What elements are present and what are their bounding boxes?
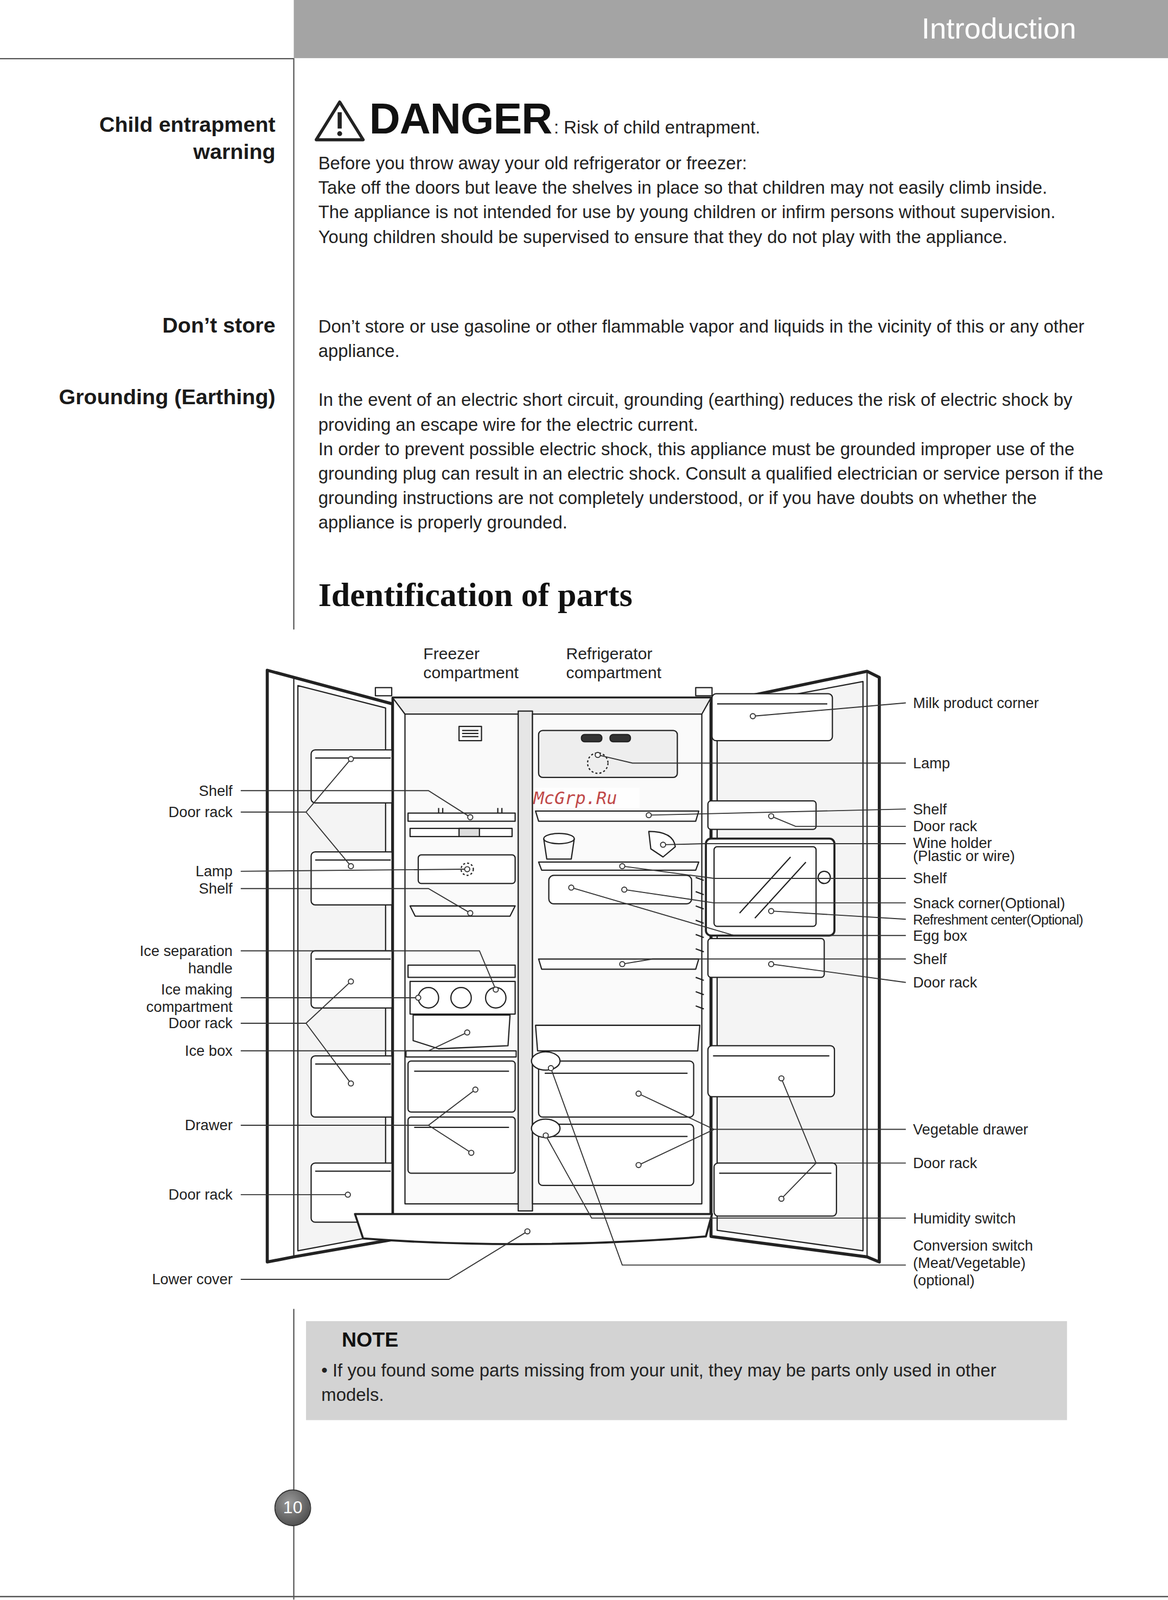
callout-label: Lamp	[913, 754, 1138, 772]
callout-label: Refreshment center(Optional)	[913, 910, 1138, 928]
text-column: DANGER: Risk of child entrapment. Before …	[318, 96, 1104, 250]
header-band: Introduction	[294, 0, 1168, 59]
section-heading: Grounding (Earthing)	[10, 382, 276, 411]
callout-label: Ice separation handle	[122, 942, 233, 978]
callout-label: Door rack	[913, 1154, 1138, 1172]
paragraph: The appliance is not intended for use by…	[318, 200, 1104, 225]
callout-label: Door rack	[8, 1014, 233, 1032]
section-title: Identification of parts	[318, 574, 633, 616]
callout-label: Milk product corner	[913, 694, 1138, 712]
note-text: • If you found some parts missing from y…	[321, 1357, 1052, 1407]
danger-text: : Risk of child entrapment.	[553, 117, 761, 138]
callout-label: Conversion switch (Meat/Vegetable) (opti…	[913, 1236, 1048, 1289]
callout-label: Door rack	[8, 1185, 233, 1204]
callout-label: Ice box	[8, 1042, 233, 1060]
callout-label: Lower cover	[8, 1270, 233, 1288]
paragraph: Don’t store or use gasoline or other fla…	[318, 314, 1104, 363]
paragraph: Young children should be supervised to e…	[318, 224, 1104, 250]
text-column: Don’t store or use gasoline or other fla…	[318, 314, 1104, 363]
callout-label: Shelf	[8, 879, 233, 898]
callout-label: Wine holder (Plastic or wire)	[913, 836, 1031, 864]
callout-label: Ice making compartment	[122, 980, 233, 1016]
callout-label: Shelf	[913, 950, 1138, 968]
note-heading: NOTE	[321, 1325, 1052, 1355]
page-number: 10	[275, 1490, 311, 1525]
danger-icon	[316, 101, 363, 140]
callout-label: Shelf	[913, 800, 1138, 818]
header-title: Introduction	[294, 0, 1168, 59]
section-heading: Child entrapment warning	[50, 110, 276, 166]
compartment-label: Refrigerator compartment	[566, 643, 699, 683]
leader-lines	[240, 703, 906, 1280]
callout-label: Snack corner(Optional)	[913, 894, 1138, 912]
watermark: McGrp.Ru	[533, 787, 640, 809]
paragraph: Before you throw away your old refrigera…	[318, 150, 1104, 176]
callout-label: Shelf	[913, 869, 1138, 887]
danger-word: DANGER	[369, 94, 553, 143]
page-number-circle: 10	[274, 1489, 312, 1527]
callout-label: Door rack	[913, 973, 1138, 992]
callout-label: Shelf	[8, 781, 233, 800]
callout-label: Door rack	[8, 803, 233, 821]
callout-label: Drawer	[8, 1116, 233, 1134]
paragraph: In the event of an electric short circui…	[318, 387, 1104, 437]
callout-label: Egg box	[913, 926, 1138, 944]
paragraph: In order to prevent possible electric sh…	[318, 436, 1104, 535]
compartment-label: Freezer compartment	[423, 643, 556, 683]
paragraph: Take off the doors but leave the shelves…	[318, 175, 1104, 200]
callout-label: Humidity switch	[913, 1209, 1138, 1227]
callout-label: Vegetable drawer	[913, 1120, 1138, 1139]
text-column: In the event of an electric short circui…	[318, 387, 1104, 535]
section-heading: Don’t store	[50, 311, 276, 340]
callout-label: Door rack	[913, 817, 1138, 835]
callout-label: Lamp	[8, 862, 233, 880]
note-box: NOTE• If you found some parts missing fr…	[305, 1320, 1068, 1420]
